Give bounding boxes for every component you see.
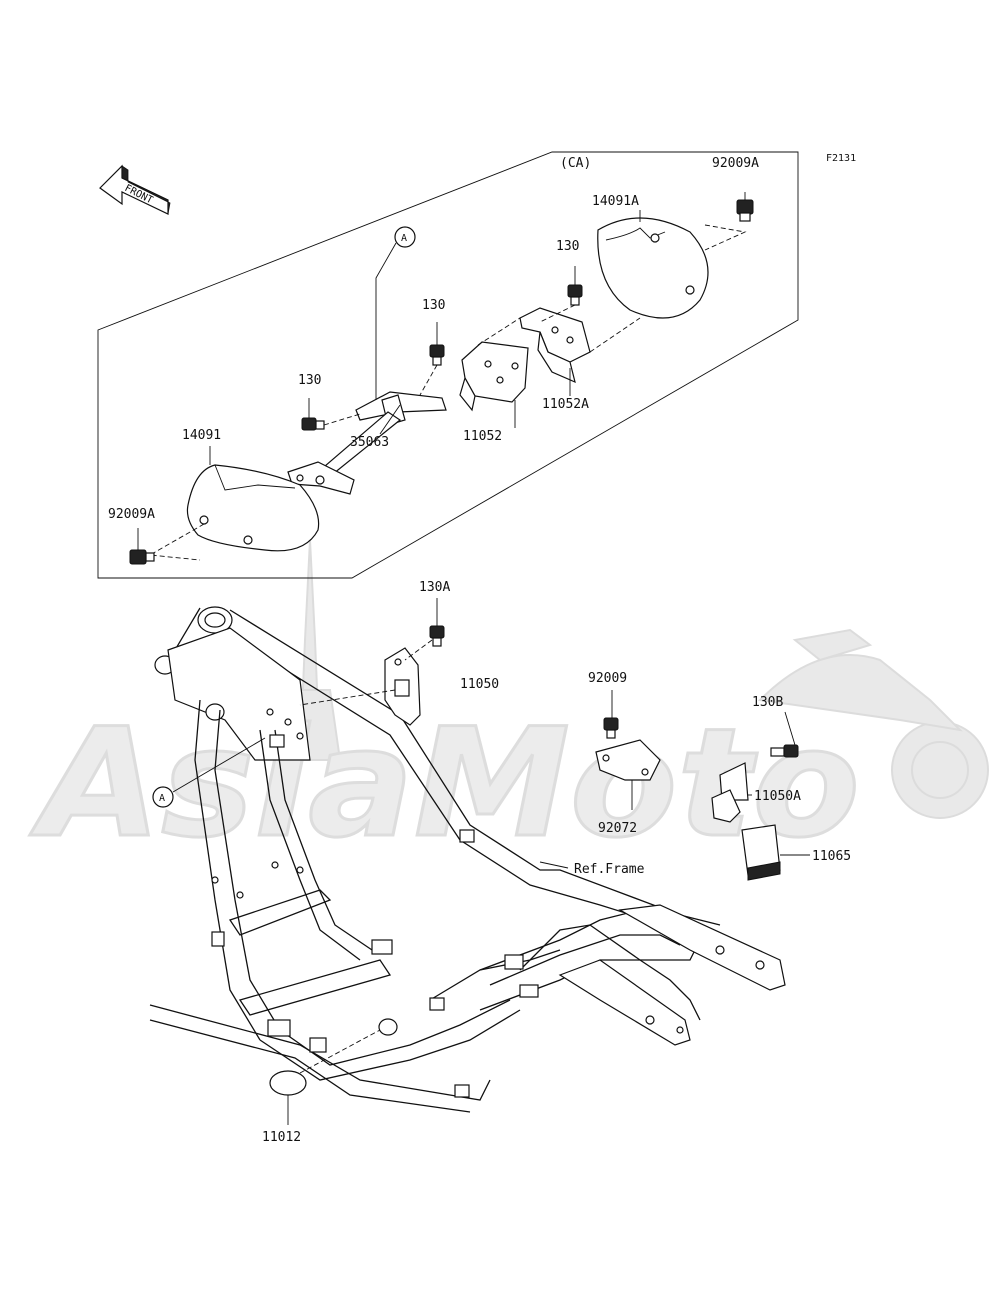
label-11052: 11052 <box>463 429 502 444</box>
watermark: AsiaMoto <box>28 539 989 873</box>
bolt-130B <box>770 744 799 758</box>
ref-marker-a-top-label: A <box>401 233 407 244</box>
label-35063: 35063 <box>350 435 389 450</box>
label-92072: 92072 <box>598 821 637 836</box>
bolt-130-left <box>301 417 325 431</box>
variant-label: (CA) <box>560 156 591 171</box>
ref-marker-a-bottom <box>152 786 174 808</box>
bolt-92009 <box>603 717 619 739</box>
bolt-92009A-top <box>736 199 754 222</box>
label-130B: 130B <box>752 695 783 710</box>
label-11052A: 11052A <box>542 397 589 412</box>
ca-variant-box: (CA) <box>97 151 799 579</box>
ref-marker-a-top <box>394 226 416 248</box>
clamp-92072 <box>595 739 661 781</box>
bracket-11050A <box>711 762 749 823</box>
motorcycle-frame <box>149 606 786 1113</box>
label-14091: 14091 <box>182 428 221 443</box>
label-11050: 11050 <box>460 677 499 692</box>
label-130-right: 130 <box>556 239 579 254</box>
bracket-11052 <box>459 341 529 412</box>
label-ref-frame: Ref.Frame <box>574 862 645 877</box>
bolt-130-right <box>567 284 583 306</box>
bolt-130-mid <box>429 344 445 366</box>
bolt-130A <box>429 625 445 647</box>
ref-marker-a-bottom-label: A <box>159 793 165 804</box>
label-11012: 11012 <box>262 1130 301 1145</box>
bolt-92009A-left <box>129 549 155 565</box>
label-130-left: 130 <box>298 373 321 388</box>
label-11050A: 11050A <box>754 789 801 804</box>
stay-35063 <box>287 391 447 495</box>
label-11065: 11065 <box>812 849 851 864</box>
side-cover-right <box>597 217 709 319</box>
bracket-11050 <box>384 647 421 726</box>
bracket-11052A <box>519 307 591 384</box>
upper-assembly: A <box>129 192 754 565</box>
front-arrow-icon: FRONT <box>99 164 171 215</box>
label-92009A-left: 92009A <box>108 507 155 522</box>
cap-11012 <box>269 1070 307 1096</box>
label-92009: 92009 <box>588 671 627 686</box>
label-130A: 130A <box>419 580 450 595</box>
label-14091A: 14091A <box>592 194 639 209</box>
watermark-motorcycle-icon <box>757 628 989 819</box>
label-130-mid: 130 <box>422 298 445 313</box>
box-11065 <box>741 824 781 881</box>
label-92009A-top: 92009A <box>712 156 759 171</box>
figure-code: F2131 <box>826 153 856 164</box>
